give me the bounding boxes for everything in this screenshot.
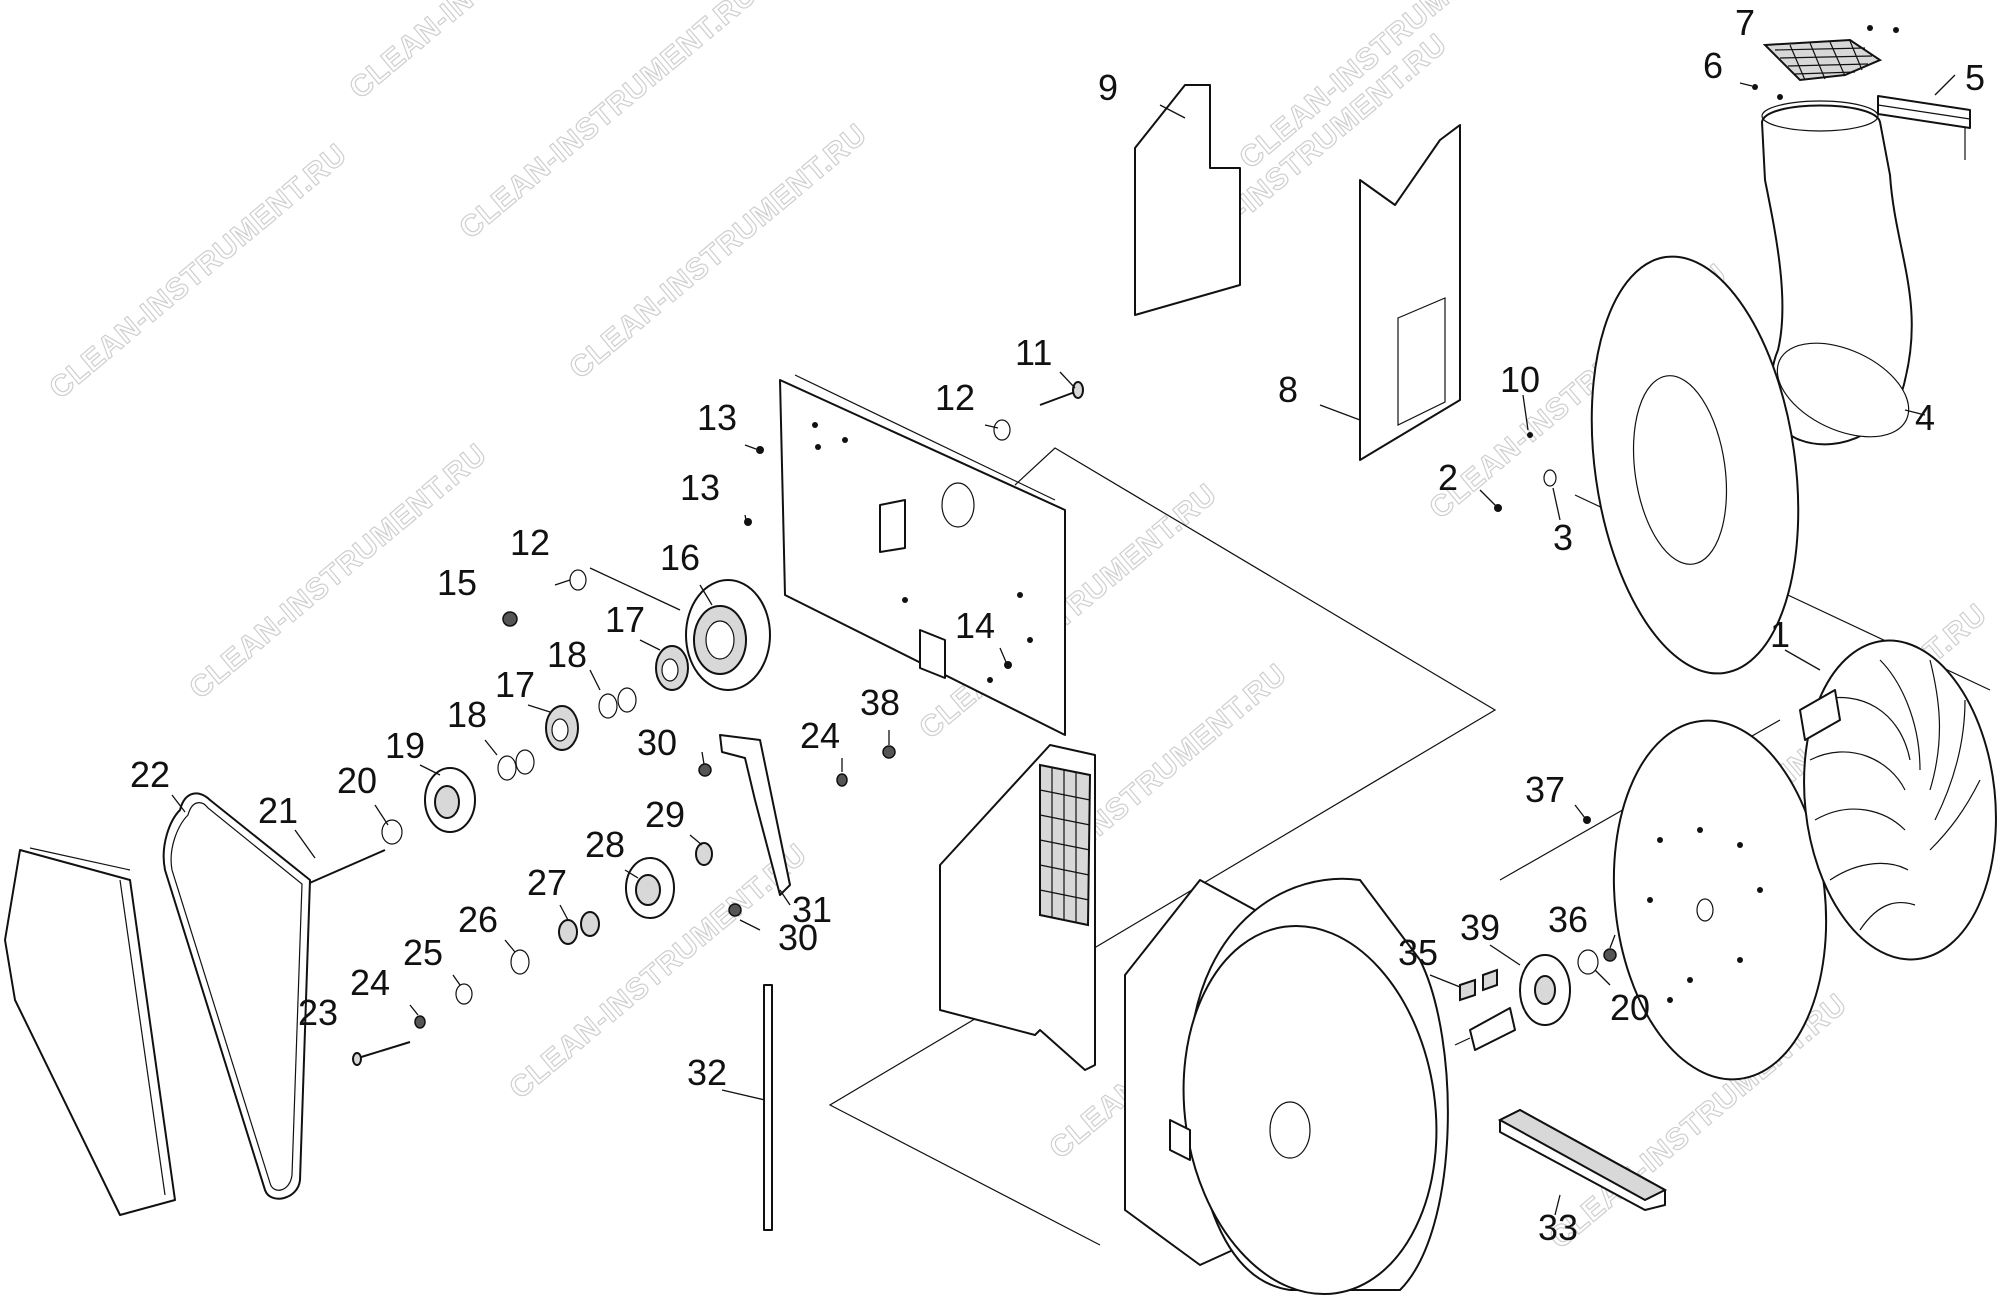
part-14-screw [1004,661,1012,669]
part-4-chute [1761,100,1913,446]
callout-28: 28 [585,824,625,865]
part-6-screws [1739,82,1783,100]
callout-39: 39 [1460,907,1500,948]
callout-12b: 12 [510,522,550,563]
callout-29: 29 [645,794,685,835]
watermark: CLEAN-INSTRUMENT.RU [343,0,653,105]
part-39-hub [1519,954,1571,1026]
part-8-panel [1359,124,1461,461]
callout-30b: 30 [778,917,818,958]
part-17-bearings [545,645,689,751]
part-9-panel [1134,84,1241,316]
callout-36: 36 [1548,899,1588,940]
callout-26: 26 [458,899,498,940]
callout-22: 22 [130,754,170,795]
part-15-nut [502,611,518,627]
part-7-mesh-screen [1762,25,1899,82]
callout-30a: 30 [637,722,677,763]
callout-3: 3 [1553,517,1573,558]
callout-17b: 17 [495,664,535,705]
callout-10: 10 [1500,359,1540,400]
part-16-bearing-housing [685,579,771,691]
callout-24b: 24 [800,715,840,756]
part-12-washers [569,419,1011,591]
callout-labels: 1 2 3 4 5 6 7 8 9 10 11 12 12 13 13 14 1… [130,2,1985,1248]
callout-31: 31 [792,889,832,930]
part-rotor-disc [1612,719,1828,1081]
callout-23: 23 [298,992,338,1033]
callout-32: 32 [687,1052,727,1093]
part-30-screws [698,763,742,917]
callout-37: 37 [1525,769,1565,810]
part-19-pulley [424,767,476,833]
leader-lines [171,74,1956,1216]
callout-17a: 17 [605,599,645,640]
callout-6: 6 [1703,45,1723,86]
part-28-tension-pulley [625,857,675,919]
callout-2: 2 [1438,457,1458,498]
callout-4: 4 [1915,397,1935,438]
callout-12a: 12 [935,377,975,418]
watermark: CLEAN-INSTRUMENT.RU [453,0,763,245]
callout-11: 11 [1015,332,1052,373]
callout-16: 16 [660,537,700,578]
part-32-rod [763,984,773,1231]
part-1-impeller [1799,639,1997,961]
callout-5: 5 [1965,57,1985,98]
callout-9: 9 [1098,67,1118,108]
callout-27: 27 [527,862,567,903]
part-2-3-10-fasteners [1494,432,1557,512]
watermark: CLEAN-INSTRUMENT.RU [563,118,873,386]
callout-20b: 20 [1610,987,1650,1028]
part-mounting-plate [779,374,1066,736]
callout-19: 19 [385,725,425,766]
callout-13b: 13 [680,467,720,508]
part-18-rings [497,687,637,781]
part-25-washer [455,983,473,1005]
callout-13a: 13 [697,397,737,438]
callout-1: 1 [1770,614,1790,655]
part-20-washer-left [381,819,403,845]
callout-8: 8 [1278,369,1298,410]
part-20-washer-right [1577,949,1599,975]
part-26-ring [510,949,530,975]
part-23-screw [352,1041,411,1066]
part-belt-guard [4,847,176,1216]
part-35-shaft [1454,968,1516,1051]
part-38-nut [882,745,896,759]
callout-20a: 20 [337,760,377,801]
part-33-bar [1497,1108,1668,1211]
part-27-bearings [558,911,600,945]
part-24-washers [414,773,848,1029]
part-29-spacer [695,842,713,866]
part-grille-panel [939,744,1096,1071]
part-backplate-ring [1590,255,1800,675]
callout-18b: 18 [447,694,487,735]
callout-21: 21 [258,790,298,831]
callout-33: 33 [1538,1207,1578,1248]
callout-7: 7 [1735,2,1755,43]
part-5-strip [1877,95,1971,160]
callout-38: 38 [860,682,900,723]
part-31-tension-arm [719,734,791,896]
part-22-belt [162,792,311,1200]
part-11-bolt [1039,381,1084,406]
callout-15: 15 [437,562,477,603]
callout-35: 35 [1398,932,1438,973]
part-volute-housing [1124,877,1449,1296]
callout-24a: 24 [350,962,390,1003]
part-36-nut [1603,948,1617,962]
callout-14: 14 [955,605,995,646]
callout-25: 25 [403,932,443,973]
watermark: CLEAN-INSTRUMENT.RU [43,138,353,406]
callout-18a: 18 [547,634,587,675]
